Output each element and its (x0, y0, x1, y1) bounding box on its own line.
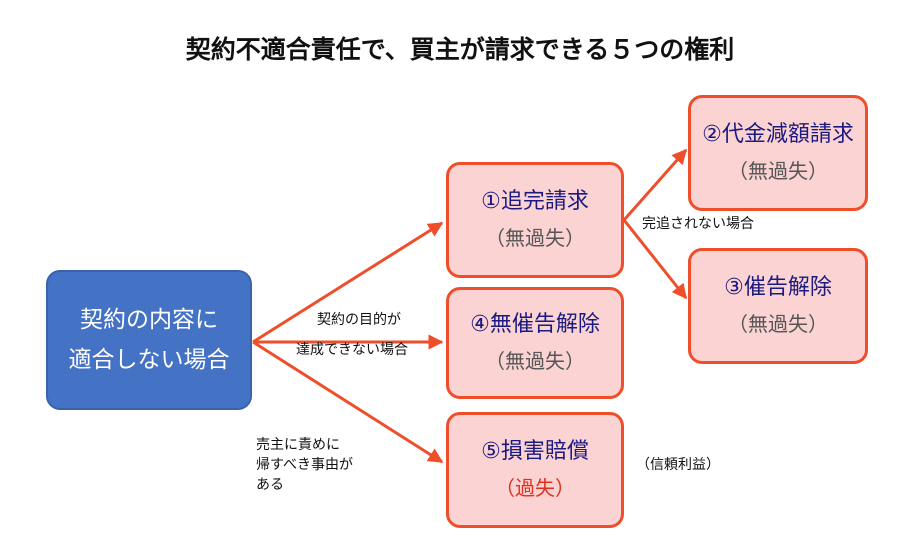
right-name: ②代金減額請求 (702, 122, 854, 147)
right-name: ①追完請求 (481, 189, 589, 214)
right-name: ⑤損害賠償 (481, 439, 589, 464)
right-name: ④無催告解除 (470, 312, 600, 337)
right-fault: （無過失） (728, 312, 828, 336)
right-box-mukokoku: ④無催告解除 （無過失） (446, 287, 624, 399)
arrow-to-songai (252, 340, 444, 464)
label-line: 売主に責めに (256, 437, 340, 453)
right-box-songai: ⑤損害賠償 （過失） (446, 412, 624, 528)
right-fault: （無過失） (485, 226, 585, 250)
diagram-title: 契約不適合責任で、買主が請求できる５つの権利 (185, 35, 735, 64)
label-purpose-not-achieved: 契約の目的が 達成できない場合 (296, 310, 408, 360)
right-fault: （過失） (495, 476, 575, 500)
arrow-to-saikoku (622, 219, 688, 300)
label-not-completed: 完追されない場合 (642, 216, 754, 232)
source-box-nonconformity: 契約の内容に 適合しない場合 (46, 270, 252, 410)
label-line: 契約の目的が (317, 312, 401, 328)
label-seller-fault: 売主に責めに 帰すべき事由が ある (256, 435, 353, 495)
label-line: 達成できない場合 (296, 342, 408, 358)
arrow-to-genngaku (622, 148, 688, 221)
right-name: ③催告解除 (724, 275, 832, 300)
right-box-tsuikan: ①追完請求 （無過失） (446, 162, 624, 278)
right-box-genngaku: ②代金減額請求 （無過失） (688, 95, 868, 211)
arrow-to-tsuikan (252, 221, 444, 344)
label-reliance-interest: （信頼利益） (636, 457, 720, 473)
right-fault: （無過失） (728, 159, 828, 183)
label-line: ある (256, 477, 284, 493)
right-fault: （無過失） (485, 349, 585, 373)
source-text-line1: 契約の内容に (80, 307, 218, 333)
right-box-saikoku: ③催告解除 （無過失） (688, 248, 868, 364)
label-line: 帰すべき事由が (256, 457, 354, 473)
source-text-line2: 適合しない場合 (68, 347, 230, 373)
